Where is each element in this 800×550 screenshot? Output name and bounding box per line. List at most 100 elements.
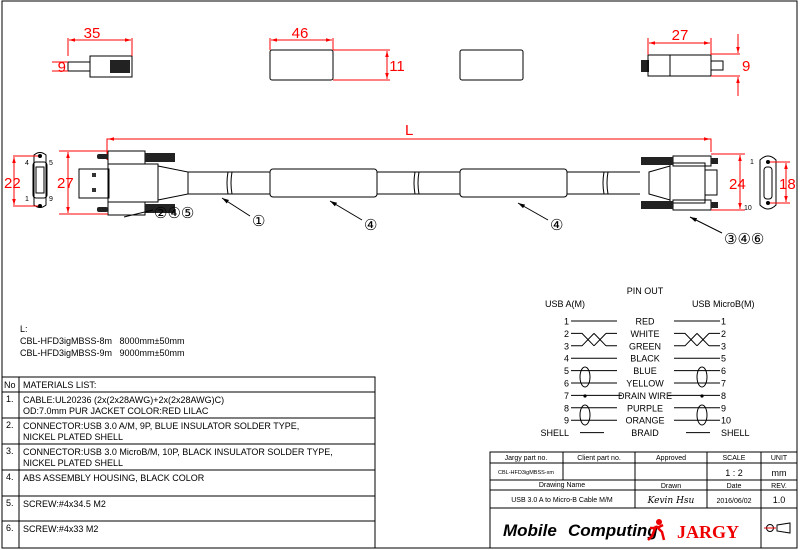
pin-label: 10 <box>744 205 752 212</box>
pin-a: 3 <box>564 341 569 351</box>
tb-header-drawing-name: Drawing Name <box>539 482 585 489</box>
tb-header-client: Client part no. <box>577 455 621 462</box>
assembly-housing-1 <box>269 168 378 198</box>
material-description: CABLE:UL20236 (2x(2x28AWG)+2x(2x28AWG)C) <box>23 395 224 405</box>
materials-table: No MATERIALS LIST: <box>1 376 376 549</box>
wire-color: PURPLE <box>627 403 663 413</box>
wire-color: DRAIN WIRE <box>618 391 672 401</box>
pin-label: 1 <box>25 196 29 203</box>
tb-header-scale: SCALE <box>723 455 746 462</box>
tb-drawn-signature: Kevin Hsu <box>647 496 695 506</box>
material-description: CONNECTOR:USB 3.0 MicroB/M, 10P, BLACK I… <box>23 447 333 457</box>
dim-plug-b-width: 24 <box>729 176 746 193</box>
cable <box>188 168 640 198</box>
usb-microb-face-view: 1 10 18 <box>744 155 796 212</box>
tb-header-rev: REV. <box>771 483 787 490</box>
pin-a: 4 <box>564 354 569 364</box>
plug-b-top-view: 27 9 <box>641 27 750 96</box>
pinout-row: 2 WHITE 2 <box>564 329 726 347</box>
dim-face-a-pitch: 22 <box>4 175 21 192</box>
wire-color: RED <box>635 317 655 327</box>
material-description-line2: NICKEL PLATED SHELL <box>23 432 123 442</box>
tb-header-unit: UNIT <box>771 455 788 462</box>
tb-scale: 1 : 2 <box>725 468 743 478</box>
dim-cable-length: L <box>405 122 413 139</box>
material-number: 1. <box>6 394 14 404</box>
material-description: SCREW:#4x34.5 M2 <box>23 499 106 509</box>
dim-face-b-pitch: 18 <box>779 176 796 193</box>
material-number: 5. <box>6 498 14 508</box>
dim-housing-height: 11 <box>389 58 405 75</box>
plug-a-top-view: 35 9 <box>52 25 133 78</box>
logo-computing: Computing <box>568 521 658 540</box>
material-description-line2: OD:7.0mm PUR JACKET COLOR:RED LILAC <box>23 406 209 416</box>
pin-label: 5 <box>49 160 53 167</box>
dim-plug-b-height: 9 <box>742 58 750 75</box>
tb-date: 2016/06/02 <box>716 498 751 505</box>
pin-b: 2 <box>721 329 726 339</box>
callout-housing-1: ④ <box>364 217 377 234</box>
dim-plug-a-height: 9 <box>58 59 66 76</box>
pinout-title: PIN OUT <box>627 286 664 296</box>
material-description: ABS ASSEMBLY HOUSING, BLACK COLOR <box>23 473 205 483</box>
pin-b: 3 <box>721 341 726 351</box>
dim-housing-length: 46 <box>292 25 309 42</box>
pin-b: 10 <box>721 416 731 426</box>
dim-plug-a-length: 35 <box>84 25 101 42</box>
runner-logo-icon <box>647 519 666 541</box>
tb-rev: 1.0 <box>773 495 786 505</box>
wire-color: BLUE <box>633 366 657 376</box>
callout-plug-b: ③④⑥ <box>724 231 764 248</box>
usb-a-face-view: 4 5 1 9 22 <box>4 152 53 208</box>
materials-no-header: No <box>4 380 16 390</box>
pin-label: 9 <box>49 196 53 203</box>
pin-a: 2 <box>564 329 569 339</box>
wire-color: YELLOW <box>626 379 664 389</box>
pin-a: 1 <box>564 317 569 327</box>
material-number: 2. <box>6 420 14 430</box>
materials-title: MATERIALS LIST: <box>23 380 96 390</box>
tb-header-drawn: Drawn <box>661 483 681 490</box>
wire-color: BRAID <box>631 428 659 438</box>
wire-color: WHITE <box>631 329 660 339</box>
projection-symbol-icon <box>764 522 791 534</box>
pin-a: 8 <box>564 403 569 413</box>
usb-microb-plug: 24 <box>641 153 746 211</box>
pinout-left-header: USB A(M) <box>545 299 585 309</box>
pin-a: 6 <box>564 379 569 389</box>
pin-label: 1 <box>750 159 754 166</box>
pinout-row: 3 GREEN 3 <box>564 333 726 351</box>
assembly-housing-2 <box>459 168 568 198</box>
callout-plug-a: ②④⑤ <box>154 205 194 222</box>
title-block: Jargy part no. Client part no. Approved … <box>489 451 798 549</box>
tb-header-part: Jargy part no. <box>505 455 548 462</box>
length-note-line: CBL-HFD3igMBSS-8m 8000mm±50mm <box>20 336 184 346</box>
length-note: L: CBL-HFD3igMBSS-8m 8000mm±50mm CBL-HFD… <box>20 324 184 358</box>
housing-top-view: 46 11 <box>269 25 405 81</box>
tb-header-date: Date <box>727 483 742 490</box>
tb-drawing-name: USB 3.0 A to Micro-B Cable M/M <box>511 497 613 504</box>
materials-rows: 1. CABLE:UL20236 (2x(2x28AWG)+2x(2x28AWG)… <box>6 394 333 534</box>
pin-a: 7 <box>564 391 569 401</box>
pin-b: 7 <box>721 379 726 389</box>
wire-color: BLACK <box>630 354 660 364</box>
wire-color: GREEN <box>629 341 661 351</box>
tb-unit: mm <box>772 468 787 478</box>
pin-b: 6 <box>721 366 726 376</box>
dim-plug-b-length: 27 <box>672 27 689 44</box>
logo-jargy: JARGY <box>677 522 739 542</box>
logo-mobile-computing: Mobile <box>503 521 557 540</box>
tb-header-approved: Approved <box>656 455 686 462</box>
material-number: 3. <box>6 446 14 456</box>
length-dimension: L <box>106 122 712 160</box>
wire-color: ORANGE <box>625 416 664 426</box>
pin-a: SHELL <box>540 428 569 438</box>
pinout-right-header: USB MicroB(M) <box>692 299 755 309</box>
length-note-label: L: <box>20 324 28 334</box>
